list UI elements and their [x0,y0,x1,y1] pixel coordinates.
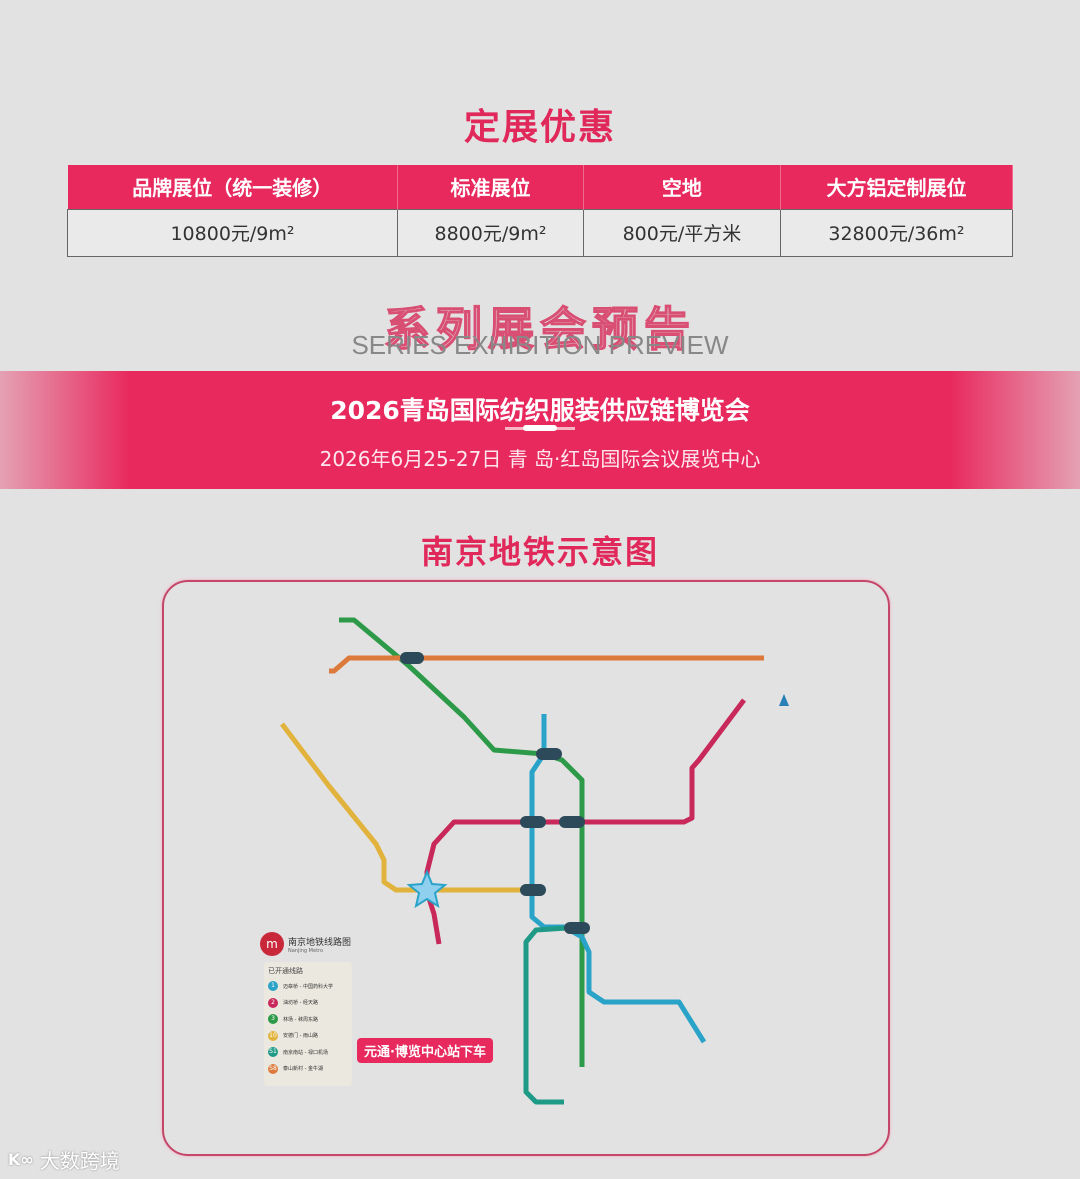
legend-title: 已开通线路 [268,967,303,975]
nanjing-metro-logo-icon: m [260,932,284,956]
banner-subtitle: 2026年6月25-27日 青 岛·红岛国际会议展览中心 [319,447,761,471]
legend-label: 安德门 - 雨山路 [283,1033,318,1040]
watermark: K∞ 大数跨境 [8,1145,120,1174]
legend-line-2: 2 油坊桥 - 经天路 [264,995,352,1012]
line-badge-icon: 10 [268,1030,278,1041]
metro-lines-graphic [280,617,789,1105]
col-custom-booth: 大方铝定制展位 [780,165,1014,209]
price-table: 品牌展位（统一装修） 标准展位 空地 大方铝定制展位 10800元/9m² 88… [67,165,1014,257]
booking-title: 定展优惠 [463,107,616,148]
legend-line-s8: S8 泰山新村 - 金牛湖 [264,1061,352,1078]
preview-title-en: SERIES EXHIBITION PREVIEW [351,330,729,360]
price-brand-booth: 10800元/9m² [67,208,398,257]
watermark-logo-icon: K∞ [8,1150,34,1169]
legend-label: 林场 - 秣周东路 [283,1016,318,1023]
price-custom-booth: 32800元/36m² [779,208,1014,257]
metro-logo: m 南京地铁线路图 Nanjing Metro [260,932,351,956]
legend-label: 南京南站 - 禄口机场 [283,1049,328,1056]
metro-logo-text: 南京地铁线路图 [288,937,352,948]
line-badge-icon: S8 [268,1063,278,1074]
line-badge-icon: S1 [268,1047,278,1058]
station-callout: 元通·博览中心站下车 [357,1038,493,1063]
legend-line-3: 3 林场 - 秣周东路 [264,1011,352,1028]
preview-title-cn: 系列展会预告 [383,301,696,357]
line-badge-icon: 2 [268,997,278,1008]
legend-line-1: 1 迈皋桥 - 中国药科大学 [264,978,352,995]
legend-line-10: 10 安德门 - 雨山路 [264,1028,352,1045]
legend-label: 油坊桥 - 经天路 [283,1000,318,1007]
legend-label: 迈皋桥 - 中国药科大学 [283,983,333,990]
price-raw-space: 800元/平方米 [582,208,781,257]
line-badge-icon: 1 [268,981,278,992]
metro-title: 南京地铁示意图 [420,533,659,571]
col-raw-space: 空地 [583,165,781,209]
metro-logo-en: Nanjing Metro [288,947,324,954]
legend-label: 泰山新村 - 金牛湖 [283,1066,323,1073]
banner-divider [505,425,575,431]
col-brand-booth: 品牌展位（统一装修） [67,165,398,209]
col-standard-booth: 标准展位 [397,165,584,209]
watermark-text: 大数跨境 [39,1149,120,1173]
line-badge-icon: 3 [268,1014,278,1025]
banner-title: 2026青岛国际纺织服装供应链博览会 [330,396,750,425]
price-header-row: 品牌展位（统一装修） 标准展位 空地 大方铝定制展位 [67,165,1014,209]
exhibition-banner: 2026青岛国际纺织服装供应链博览会 2026年6月25-27日 青 岛·红岛国… [0,371,1080,489]
metro-map: m 南京地铁线路图 Nanjing Metro 已开通线路 1 迈皋桥 - 中国药… [162,580,890,1156]
legend-line-s1: S1 南京南站 - 禄口机场 [264,1044,352,1061]
price-standard-booth: 8800元/9m² [397,208,584,257]
metro-legend: 已开通线路 1 迈皋桥 - 中国药科大学 2 油坊桥 - 经天路 3 林场 - 秣周东… [264,962,352,1086]
price-row: 10800元/9m² 8800元/9m² 800元/平方米 32800元/36m… [67,208,1014,257]
